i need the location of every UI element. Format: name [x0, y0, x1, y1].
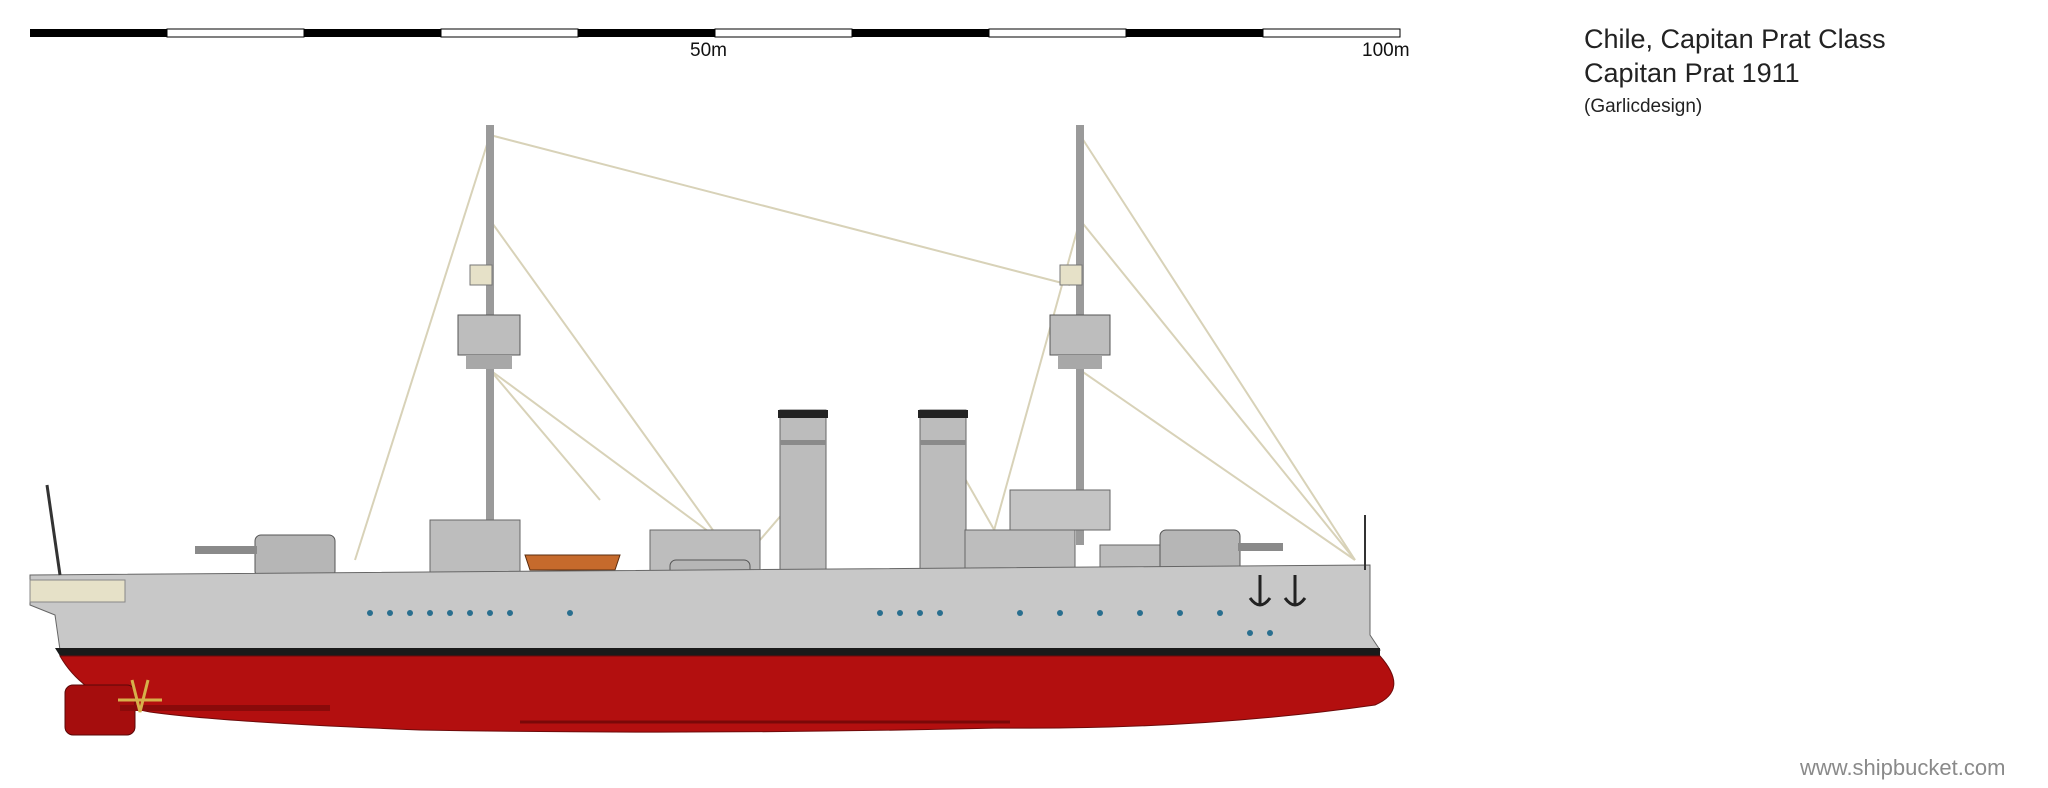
- lower-hull: [59, 655, 1395, 733]
- stern-flagstaff: [45, 484, 62, 576]
- caption-credit: (Garlicdesign): [1584, 96, 1703, 117]
- scale-bar: [30, 28, 1401, 38]
- superstructure: [429, 489, 1181, 586]
- scale-label-100m: 100m: [1362, 40, 1410, 61]
- caption-country-class: Chile, Capitan Prat Class: [1584, 24, 1886, 54]
- watermark: www.shipbucket.com: [1800, 755, 2006, 780]
- anchors: [1248, 575, 1307, 607]
- main-mast: [1049, 125, 1111, 545]
- funnels: [778, 409, 968, 581]
- fore-mast: [457, 125, 521, 551]
- scale-label-50m: 50m: [690, 40, 727, 61]
- caption-ship-name: Capitan Prat 1911: [1584, 58, 1800, 88]
- upper-hull: [29, 564, 1381, 656]
- scale-bar-segments: [30, 28, 1401, 38]
- ship-profile-drawing: [29, 125, 1395, 736]
- stern-rudder: [64, 679, 330, 736]
- portholes: [367, 610, 1273, 636]
